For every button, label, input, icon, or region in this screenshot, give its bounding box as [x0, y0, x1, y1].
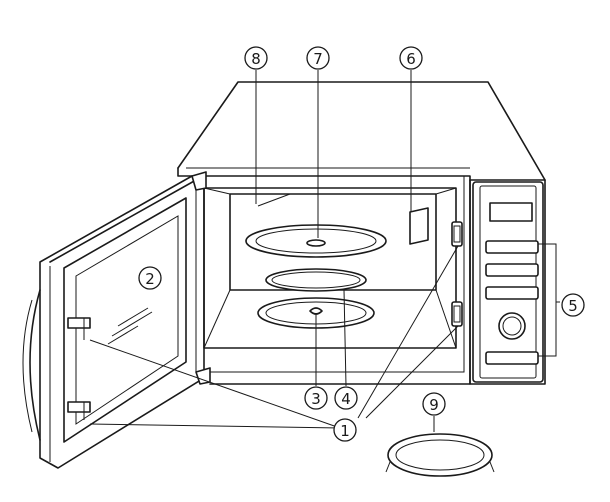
svg-text:3: 3 [311, 390, 321, 408]
door-window [75, 215, 179, 425]
svg-text:2: 2 [145, 270, 155, 288]
callout-3: 3 [304, 386, 328, 410]
callout-8: 8 [244, 46, 268, 70]
svg-text:4: 4 [341, 390, 351, 408]
microwave-door [22, 171, 211, 469]
callout-9: 9 [422, 392, 446, 416]
callout-4: 4 [334, 386, 358, 410]
roller-ring [265, 268, 367, 292]
safety-latch-holes [451, 221, 463, 327]
svg-text:9: 9 [429, 396, 439, 414]
roller-ring-spare [385, 433, 495, 477]
display-window [489, 202, 533, 222]
svg-text:5: 5 [568, 297, 578, 315]
svg-text:7: 7 [313, 50, 323, 68]
cavity-light-shade [257, 193, 291, 207]
control-button-3[interactable] [485, 286, 539, 300]
microwave-cabinet [177, 81, 546, 385]
control-panel [472, 181, 544, 383]
waveguide-cover [409, 207, 429, 245]
callout-leader-lines [89, 70, 560, 432]
start-button[interactable] [485, 351, 539, 365]
door-hook-upper [67, 317, 91, 329]
callout-5: 5 [561, 293, 585, 317]
svg-text:6: 6 [406, 50, 416, 68]
control-button-2[interactable] [485, 263, 539, 277]
door-hook-lower [67, 401, 91, 413]
glass-tray [245, 224, 387, 258]
callout-2: 2 [138, 266, 162, 290]
svg-text:1: 1 [340, 422, 350, 440]
callout-6: 6 [399, 46, 423, 70]
control-button-1[interactable] [485, 240, 539, 254]
callout-7: 7 [306, 46, 330, 70]
callout-1: 1 [333, 418, 357, 442]
svg-text:8: 8 [251, 50, 261, 68]
